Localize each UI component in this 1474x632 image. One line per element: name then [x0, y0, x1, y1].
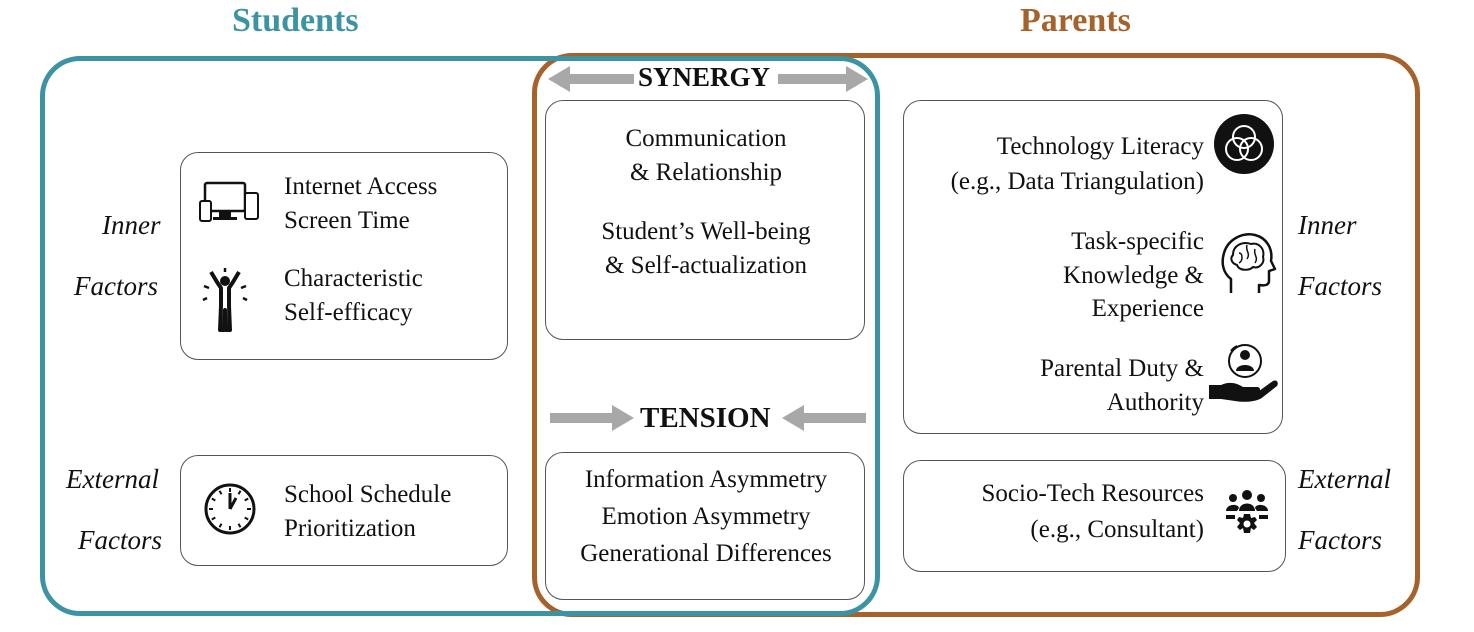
parents-inner-label-line1: Inner: [1298, 210, 1357, 240]
parents-inner-item3-line1: Parental Duty &: [1040, 355, 1204, 382]
tension-item3: Generational Differences: [580, 540, 832, 567]
parents-inner-label-line2: Factors: [1298, 271, 1382, 301]
parents-inner-item1-line2: (e.g., Data Triangulation): [950, 168, 1204, 195]
tension-arrow-left: [550, 405, 634, 431]
tension-item2: Emotion Asymmetry: [601, 503, 811, 530]
synergy-box: Communication & Relationship Student’s W…: [545, 100, 865, 340]
person-energy-icon: [202, 268, 248, 332]
students-title: Students: [232, 2, 359, 39]
tension-arrow-right: [782, 405, 866, 431]
students-external-item1-line2: Prioritization: [284, 515, 416, 542]
tension-title: TENSION: [636, 402, 775, 435]
synergy-arrow-left: [548, 66, 638, 92]
parents-frame: [532, 53, 1420, 617]
students-external-item1-line1: School Schedule: [284, 481, 452, 508]
students-inner-box: Internet Access Screen Time Characterist…: [180, 152, 508, 360]
parents-external-label-line1: External: [1298, 464, 1391, 494]
tension-item1: Information Asymmetry: [584, 466, 828, 493]
parents-inner-box: Technology Literacy (e.g., Data Triangul…: [903, 100, 1283, 434]
synergy-item2-line2: & Self-actualization: [604, 252, 807, 279]
students-frame: [40, 56, 880, 616]
students-external-label-line1: External: [66, 464, 159, 494]
clock-icon: [204, 483, 256, 535]
team-gear-icon: [1226, 490, 1268, 533]
parents-inner-item2-line3: Experience: [1091, 295, 1204, 322]
head-brain-icon: [1221, 233, 1277, 293]
parents-inner-item3-line2: Authority: [1106, 389, 1204, 416]
parents-external-item1-line2: (e.g., Consultant): [1030, 516, 1204, 543]
students-inner-item2-line1: Characteristic: [284, 265, 423, 292]
students-inner-label-line1: Inner: [102, 210, 161, 240]
students-inner-label-line2: Factors: [74, 271, 158, 301]
parents-inner-item2-line1: Task-specific: [1071, 228, 1204, 255]
venn-circles-icon: [1214, 114, 1274, 174]
students-inner-item1-line2: Screen Time: [284, 207, 410, 234]
parents-inner-item1-line1: Technology Literacy: [996, 133, 1204, 160]
synergy-title: SYNERGY: [634, 62, 775, 93]
synergy-arrow-right: [778, 66, 868, 92]
students-inner-item1-line1: Internet Access: [284, 173, 438, 200]
synergy-item2-line1: Student’s Well-being: [601, 218, 811, 245]
parents-external-item1-line1: Socio-Tech Resources: [981, 480, 1205, 507]
students-external-box: School Schedule Prioritization: [180, 455, 508, 566]
parents-inner-item2-line2: Knowledge &: [1063, 262, 1204, 289]
hand-person-icon: [1209, 344, 1278, 402]
synergy-item1-line2: & Relationship: [629, 159, 783, 186]
parents-title: Parents: [1020, 2, 1131, 39]
parents-external-box: Socio-Tech Resources (e.g., Consultant): [903, 460, 1286, 572]
synergy-item1-line1: Communication: [625, 125, 787, 152]
parents-external-label-line2: Factors: [1298, 525, 1382, 555]
students-external-label-line2: Factors: [78, 525, 162, 555]
devices-icon: [199, 181, 259, 222]
tension-box: Information Asymmetry Emotion Asymmetry …: [545, 452, 865, 600]
students-inner-item2-line2: Self-efficacy: [284, 299, 413, 326]
